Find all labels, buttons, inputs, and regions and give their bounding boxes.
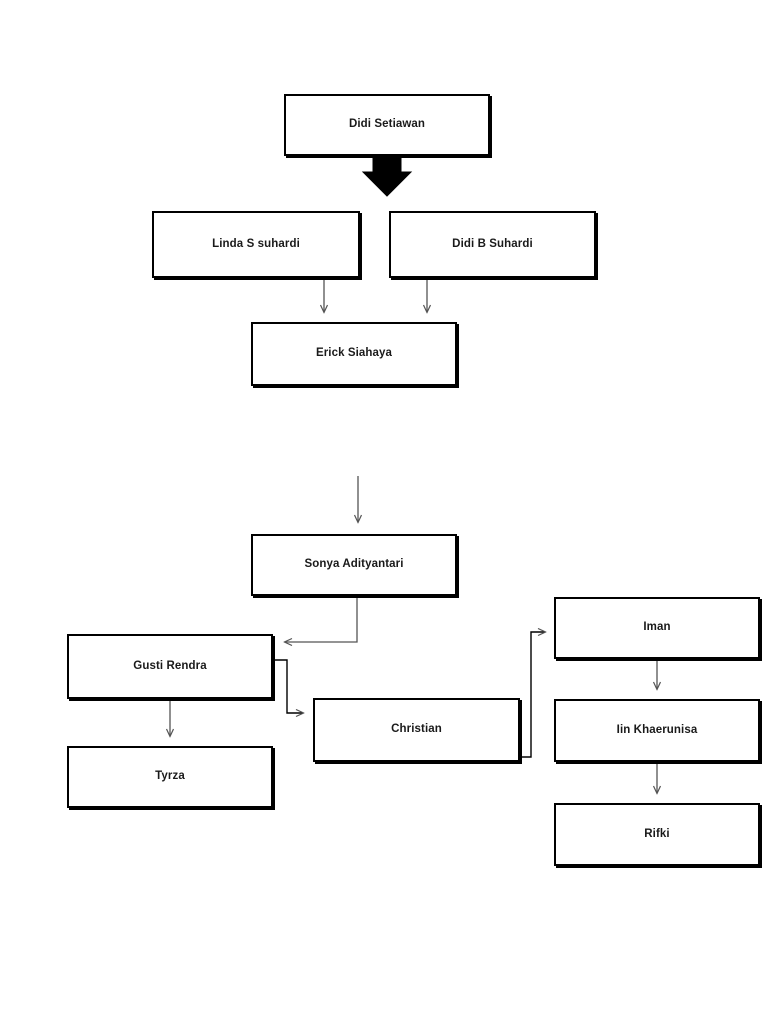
node-iman[interactable]: Iman	[554, 597, 760, 659]
node-didi-b-suhardi[interactable]: Didi B Suhardi	[389, 211, 596, 278]
node-label-iman: Iman	[643, 621, 671, 634]
edge-gusti-rendra-to-christian	[273, 659, 303, 713]
node-label-gusti-rendra: Gusti Rendra	[133, 659, 207, 672]
edge-didi-setiawan-to-children	[361, 155, 413, 197]
node-label-sonya-adityantari: Sonya Adityantari	[304, 558, 404, 571]
node-didi-setiawan[interactable]: Didi Setiawan	[284, 94, 490, 156]
edge-sonya-to-gusti-rendra	[285, 596, 358, 642]
node-sonya-adityantari[interactable]: Sonya Adityantari	[251, 534, 457, 596]
node-gusti-rendra[interactable]: Gusti Rendra	[67, 634, 273, 699]
node-label-christian: Christian	[391, 723, 442, 736]
edge-christian-to-iman	[520, 632, 545, 758]
node-tyrza[interactable]: Tyrza	[67, 746, 273, 808]
node-christian[interactable]: Christian	[313, 698, 520, 762]
node-iin-khaerunisa[interactable]: Iin Khaerunisa	[554, 699, 760, 762]
node-label-erick-siahaya: Erick Siahaya	[315, 347, 393, 360]
node-label-didi-setiawan: Didi Setiawan	[348, 118, 426, 131]
node-label-linda-s-suhardi: Linda S suhardi	[212, 237, 300, 250]
node-rifki[interactable]: Rifki	[554, 803, 760, 866]
node-label-didi-b-suhardi: Didi B Suhardi	[452, 237, 533, 250]
node-linda-s-suhardi[interactable]: Linda S suhardi	[152, 211, 360, 278]
node-label-rifki: Rifki	[644, 827, 670, 840]
node-label-iin-khaerunisa: Iin Khaerunisa	[616, 723, 698, 736]
node-label-tyrza: Tyrza	[155, 770, 185, 783]
node-erick-siahaya[interactable]: Erick Siahaya	[251, 322, 457, 386]
